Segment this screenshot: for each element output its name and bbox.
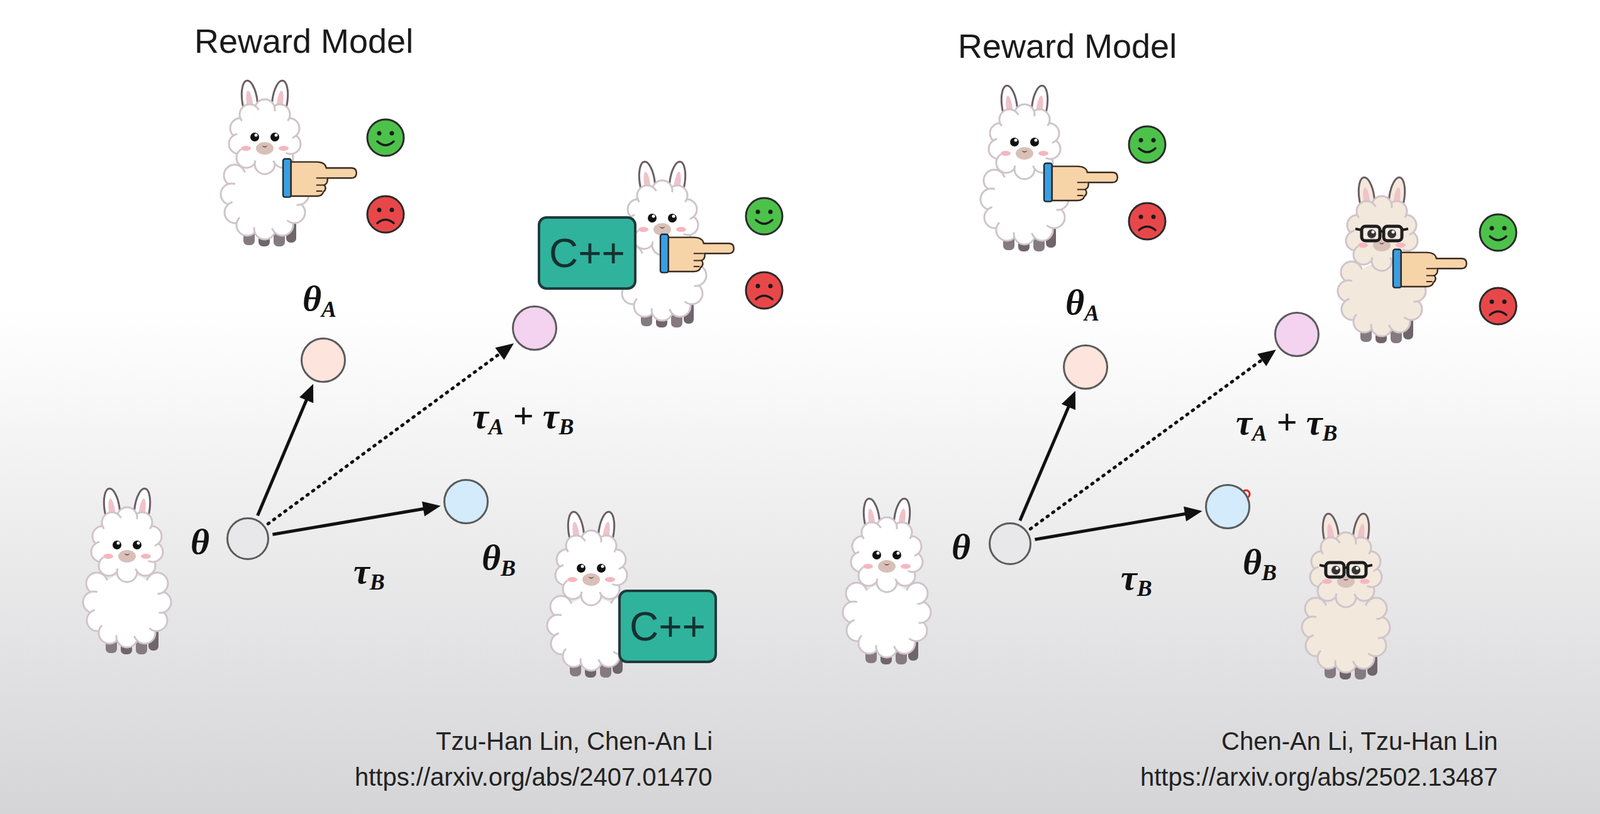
arrowhead (494, 343, 514, 360)
parameter-label: θB (1242, 542, 1277, 587)
parameter-node: θ (988, 522, 1032, 566)
edge-label: τB (353, 551, 385, 596)
arrow (1034, 506, 1202, 541)
subscript: B (369, 569, 385, 595)
parameter-label: θA (302, 278, 337, 323)
parameter-node: θA (300, 337, 346, 384)
connector-line (1030, 359, 1263, 530)
citation: Chen-An Li, Tzu-Han Lin (1221, 727, 1499, 756)
happy-face (1479, 214, 1517, 251)
parameter-node: θA (1062, 344, 1109, 390)
edge-label: τA + τB (472, 396, 575, 441)
hand (1044, 163, 1118, 202)
llama (842, 498, 931, 665)
arrowhead (1061, 391, 1076, 411)
subscript: A (488, 414, 504, 440)
parameter-node: θB (443, 479, 489, 525)
citation: https://arxiv.org/abs/2502.13487 (1140, 762, 1499, 792)
panel-heading: Reward Model (194, 21, 414, 61)
parameter-label: θ (951, 527, 971, 568)
hand (660, 234, 734, 273)
happy-face (745, 198, 783, 235)
parameter-label: θA (1065, 282, 1100, 327)
subscript: B (559, 414, 575, 440)
arrowhead (299, 384, 314, 404)
panel-heading: Reward Model (957, 26, 1177, 66)
arrow (1020, 391, 1076, 522)
happy-face (1128, 126, 1166, 163)
connector-line (1034, 513, 1187, 540)
parameter-label: θ (190, 522, 210, 563)
connector-line (1020, 406, 1070, 522)
happy-face (367, 119, 404, 156)
citation: Tzu-Han Lin, Chen-An Li (435, 727, 713, 756)
hand (283, 159, 357, 198)
hand (1393, 249, 1467, 289)
subscript: A (1252, 420, 1268, 446)
llama (1301, 513, 1390, 680)
parameter-node (511, 305, 558, 351)
glasses (1355, 226, 1409, 241)
connector-line (272, 508, 425, 535)
parameter-label: θB (481, 537, 516, 582)
arrow (257, 384, 314, 516)
subscript: B (1261, 560, 1277, 586)
arrowhead (422, 501, 441, 517)
arrowhead (1257, 349, 1277, 367)
subscript: A (1084, 300, 1100, 326)
parameter-node: θ (226, 517, 270, 561)
connector-line (267, 353, 501, 525)
subscript: B (500, 555, 516, 582)
edge-label: τA + τB (1235, 402, 1338, 447)
sad-face (1479, 288, 1517, 325)
code-badge-text: C++ (549, 233, 626, 274)
parameter-node (1274, 311, 1320, 358)
code-badge: C++ (537, 216, 637, 290)
arrowhead (1183, 506, 1203, 523)
edge-label: τB (1120, 557, 1153, 602)
connector-line (257, 399, 307, 516)
arrow (272, 501, 441, 536)
subscript: B (1322, 420, 1338, 446)
glasses (1319, 562, 1373, 578)
sad-face (745, 272, 783, 309)
sad-face (367, 196, 404, 233)
parameter-node: θB (1205, 484, 1251, 530)
code-badge: C++ (618, 589, 717, 664)
sad-face (1128, 203, 1166, 240)
citation: https://arxiv.org/abs/2407.01470 (354, 762, 713, 792)
subscript: B (1137, 576, 1153, 602)
subscript: A (321, 296, 337, 323)
code-badge-text: C++ (629, 606, 706, 648)
llama (83, 488, 172, 655)
